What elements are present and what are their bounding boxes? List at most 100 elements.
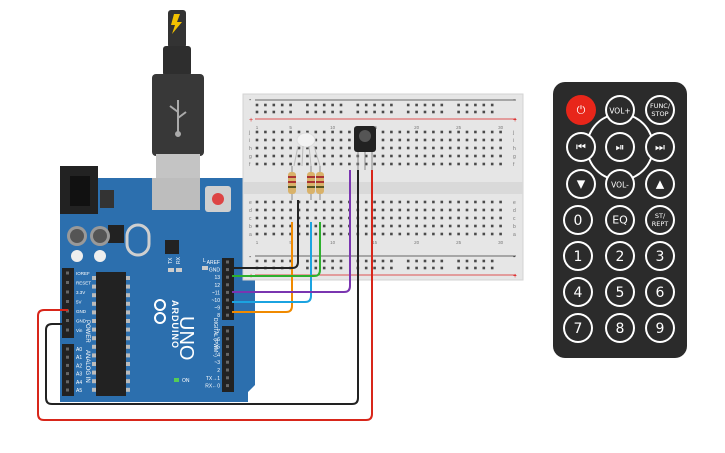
bb-rail-hole[interactable] bbox=[457, 259, 460, 263]
bb-hole[interactable] bbox=[448, 162, 452, 166]
bb-hole[interactable] bbox=[423, 232, 427, 236]
bb-rail-hole[interactable] bbox=[264, 103, 267, 107]
bb-hole[interactable] bbox=[390, 200, 393, 204]
remote-button-st-rept[interactable]: ST/REPT bbox=[645, 205, 675, 235]
bb-hole[interactable] bbox=[499, 208, 502, 212]
bb-hole[interactable] bbox=[432, 216, 435, 220]
bb-hole[interactable] bbox=[398, 154, 402, 158]
bb-rail-hole[interactable] bbox=[280, 110, 284, 114]
bb-hole[interactable] bbox=[390, 130, 393, 134]
bb-rail-hole[interactable] bbox=[406, 259, 410, 263]
bb-hole[interactable] bbox=[465, 146, 469, 150]
bb-hole[interactable] bbox=[272, 154, 276, 158]
bb-hole[interactable] bbox=[474, 232, 477, 236]
bb-hole[interactable] bbox=[322, 130, 326, 134]
bb-hole[interactable] bbox=[314, 130, 318, 134]
bb-rail-hole[interactable] bbox=[457, 103, 460, 107]
bb-hole[interactable] bbox=[482, 162, 486, 166]
wire-purple[interactable] bbox=[232, 170, 351, 293]
bb-hole[interactable] bbox=[474, 154, 477, 158]
bb-hole[interactable] bbox=[255, 208, 259, 212]
bb-hole[interactable] bbox=[499, 162, 502, 166]
bb-rail-hole[interactable] bbox=[440, 266, 444, 270]
bb-rail-hole[interactable] bbox=[272, 103, 276, 107]
remote-button-seven[interactable]: 7 bbox=[563, 313, 593, 343]
bb-hole[interactable] bbox=[280, 224, 284, 228]
bb-hole[interactable] bbox=[331, 232, 334, 236]
bb-hole[interactable] bbox=[348, 130, 351, 134]
bb-hole[interactable] bbox=[457, 232, 460, 236]
digital-pin[interactable] bbox=[226, 306, 229, 310]
bb-rail-hole[interactable] bbox=[322, 103, 326, 107]
bb-hole[interactable] bbox=[314, 154, 318, 158]
bb-hole[interactable] bbox=[465, 138, 469, 142]
bb-hole[interactable] bbox=[331, 138, 334, 142]
digital-pin[interactable] bbox=[226, 376, 229, 380]
bb-hole[interactable] bbox=[432, 200, 435, 204]
bb-rail-hole[interactable] bbox=[331, 103, 334, 107]
power-pin[interactable] bbox=[66, 328, 69, 332]
bb-hole[interactable] bbox=[264, 208, 267, 212]
wire-black-gnd[interactable] bbox=[232, 200, 299, 269]
bb-hole[interactable] bbox=[490, 130, 494, 134]
bb-rail-hole[interactable] bbox=[314, 266, 318, 270]
bb-hole[interactable] bbox=[322, 146, 326, 150]
bb-hole[interactable] bbox=[390, 162, 393, 166]
bb-hole[interactable] bbox=[406, 162, 410, 166]
bb-rail-hole[interactable] bbox=[381, 259, 385, 263]
bb-rail-hole[interactable] bbox=[423, 103, 427, 107]
bb-hole[interactable] bbox=[314, 146, 318, 150]
bb-hole[interactable] bbox=[297, 146, 301, 150]
bb-rail-hole[interactable] bbox=[373, 259, 376, 263]
bb-hole[interactable] bbox=[322, 232, 326, 236]
bb-hole[interactable] bbox=[423, 224, 427, 228]
bb-rail-hole[interactable] bbox=[306, 259, 309, 263]
bb-rail-hole[interactable] bbox=[406, 110, 410, 114]
bb-hole[interactable] bbox=[381, 224, 385, 228]
bb-hole[interactable] bbox=[448, 232, 452, 236]
bb-rail-hole[interactable] bbox=[373, 110, 376, 114]
bb-rail-hole[interactable] bbox=[474, 266, 477, 270]
bb-hole[interactable] bbox=[255, 162, 259, 166]
bb-hole[interactable] bbox=[272, 224, 276, 228]
bb-hole[interactable] bbox=[272, 216, 276, 220]
remote-button-next[interactable]: ⏭ bbox=[645, 132, 675, 162]
bb-hole[interactable] bbox=[364, 208, 368, 212]
bb-hole[interactable] bbox=[465, 200, 469, 204]
bb-hole[interactable] bbox=[398, 162, 402, 166]
bb-hole[interactable] bbox=[415, 216, 418, 220]
bb-rail-hole[interactable] bbox=[306, 103, 309, 107]
bb-hole[interactable] bbox=[423, 138, 427, 142]
bb-hole[interactable] bbox=[432, 162, 435, 166]
bb-hole[interactable] bbox=[264, 232, 267, 236]
bb-hole[interactable] bbox=[465, 208, 469, 212]
bb-rail-hole[interactable] bbox=[440, 110, 444, 114]
bb-rail-hole[interactable] bbox=[482, 266, 486, 270]
power-pin[interactable] bbox=[66, 271, 69, 275]
bb-rail-hole[interactable] bbox=[415, 259, 418, 263]
bb-rail-hole[interactable] bbox=[381, 103, 385, 107]
bb-hole[interactable] bbox=[490, 146, 494, 150]
bb-hole[interactable] bbox=[280, 130, 284, 134]
bb-hole[interactable] bbox=[474, 216, 477, 220]
bb-hole[interactable] bbox=[255, 232, 259, 236]
bb-rail-hole[interactable] bbox=[381, 110, 385, 114]
wire-orange[interactable] bbox=[232, 222, 293, 313]
bb-rail-hole[interactable] bbox=[482, 259, 486, 263]
bb-rail-hole[interactable] bbox=[423, 259, 427, 263]
bb-rail-hole[interactable] bbox=[415, 103, 418, 107]
bb-rail-hole[interactable] bbox=[390, 110, 393, 114]
bb-rail-hole[interactable] bbox=[474, 259, 477, 263]
bb-rail-hole[interactable] bbox=[415, 110, 418, 114]
bb-hole[interactable] bbox=[432, 130, 435, 134]
bb-hole[interactable] bbox=[457, 224, 460, 228]
bb-hole[interactable] bbox=[373, 162, 376, 166]
bb-hole[interactable] bbox=[322, 162, 326, 166]
bb-hole[interactable] bbox=[381, 162, 385, 166]
bb-hole[interactable] bbox=[499, 232, 502, 236]
bb-rail-hole[interactable] bbox=[255, 259, 259, 263]
bb-hole[interactable] bbox=[381, 208, 385, 212]
bb-hole[interactable] bbox=[297, 130, 301, 134]
wire-black-ir[interactable] bbox=[45, 170, 359, 405]
bb-hole[interactable] bbox=[348, 154, 351, 158]
